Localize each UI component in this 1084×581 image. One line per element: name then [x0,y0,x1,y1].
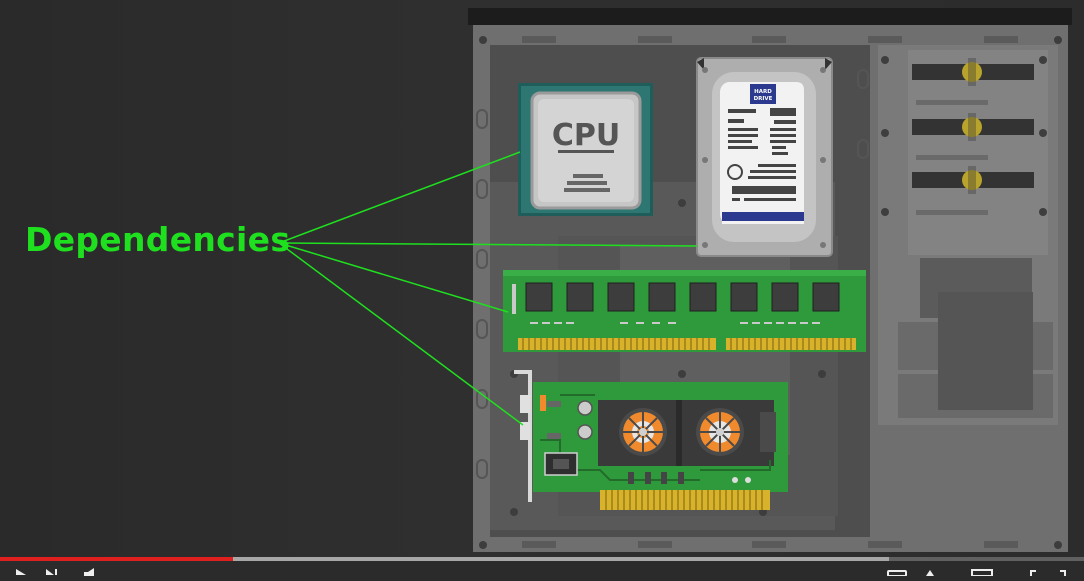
play-icon[interactable] [16,569,26,575]
theater-icon[interactable] [971,569,993,577]
graphics-card [514,370,788,510]
gpu-fan-right [700,412,740,452]
progress-buffered [0,557,889,561]
fullscreen-icon[interactable] [1030,570,1066,576]
hard-drive: HARD DRIVE [696,57,833,257]
cpu-chip: CPU [518,83,653,216]
hdd-label-1: HARD [754,89,772,95]
hdd-label-2: DRIVE [754,96,773,102]
next-icon[interactable] [46,569,57,575]
dependency-lines [278,151,698,426]
volume-icon[interactable] [84,568,94,576]
player-controls [0,561,1084,577]
settings-icon[interactable] [926,570,934,576]
dependencies-label: Dependencies [25,220,291,259]
video-progress-bar[interactable] [0,557,1084,561]
computer-case-illustration: CPU HARD DRIVE [0,0,1084,557]
ram-module [503,270,866,352]
gpu-fan-left [623,412,663,452]
progress-played [0,557,234,561]
miniplayer-icon[interactable] [887,570,907,577]
cpu-label: CPU [552,118,620,153]
